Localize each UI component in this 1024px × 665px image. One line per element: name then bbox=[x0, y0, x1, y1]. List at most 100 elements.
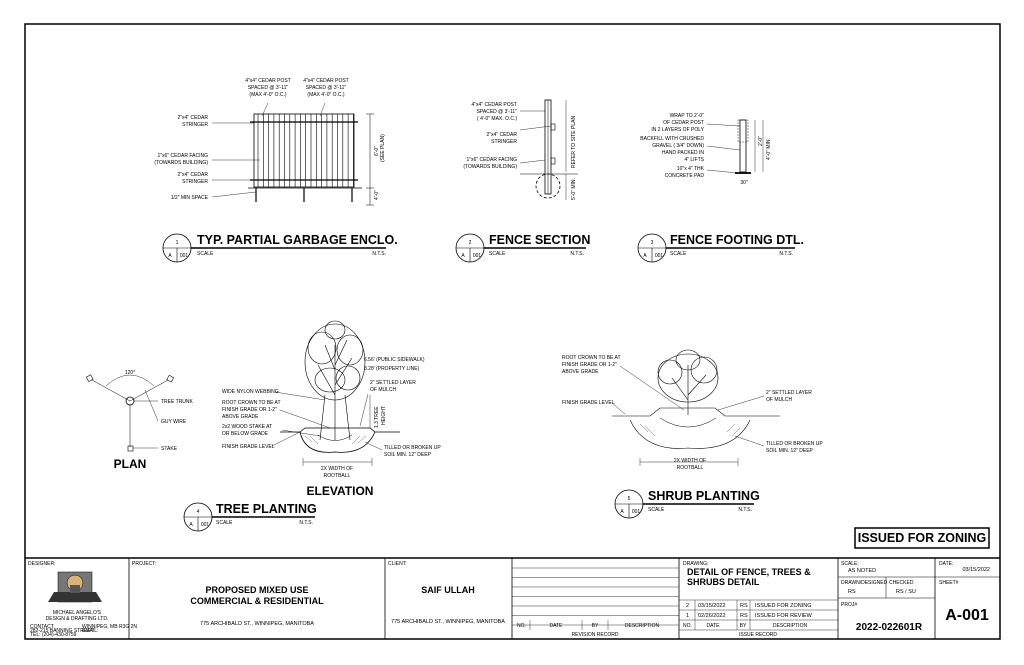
d1-see-plan: (SEE PLAN) bbox=[380, 134, 386, 162]
d4-ref-a: A bbox=[189, 522, 193, 528]
client-name: SAIF ULLAH bbox=[421, 585, 475, 595]
client-label: CLIENT: bbox=[388, 561, 407, 567]
d5-title: SHRUB PLANTING bbox=[648, 489, 760, 503]
company-info-5: EMAIL: bbox=[82, 628, 98, 634]
issue-1-date: 03/15/2022 bbox=[698, 603, 726, 609]
proj-number: 2022-022601R bbox=[856, 622, 923, 633]
rev-label: REVISION RECORD bbox=[572, 632, 619, 638]
d3-pad-l1: 10"x 4" THK bbox=[677, 166, 705, 172]
iss-col-desc: DESCRIPTION bbox=[773, 623, 808, 629]
d4-plan-trunk: TREE TRUNK bbox=[161, 399, 194, 405]
d1-footing-dim: 4'-0" bbox=[374, 190, 380, 200]
company-info-2: 282-215 BANNING STREET bbox=[30, 628, 94, 634]
d4-tilled-l1: TILLED OR BROKEN UP bbox=[384, 445, 441, 451]
stamp-text: ISSUED FOR ZONING bbox=[858, 531, 986, 545]
d4-mulch-l2: OF MULCH bbox=[370, 387, 397, 393]
d1-ref-sheet: 001 bbox=[180, 253, 189, 259]
d3-wrap-l1: WRAP TO 2'-0" bbox=[670, 113, 705, 119]
issue-2-date: 02/26/2022 bbox=[698, 613, 726, 619]
d4-width-l1: 2X WIDTH OF bbox=[321, 466, 353, 472]
iss-col-by: BY bbox=[740, 623, 747, 629]
svg-text:1"x6" CEDAR FACING(TOWARDS BUI: 1"x6" CEDAR FACING(TOWARDS BUILDING) bbox=[463, 157, 517, 170]
d2-stringer-l2: STRINGER bbox=[491, 139, 517, 145]
d5-crown-l2: FINISH GRADE OR 1-2" bbox=[562, 362, 617, 368]
rev-col-date: DATE bbox=[550, 623, 564, 629]
d5-crown-l1: ROOT CROWN TO BE AT bbox=[562, 355, 621, 361]
d2-number: 2 bbox=[469, 240, 472, 246]
d4-height-l1: 1.3 TREE bbox=[374, 406, 380, 428]
d1-stringer-bottom-l2: STRINGER bbox=[182, 179, 208, 185]
svg-text:DETAIL OF FENCE, TREES &SHRUBS: DETAIL OF FENCE, TREES &SHRUBS DETAIL bbox=[687, 567, 811, 587]
checked-label: CHECKED bbox=[889, 580, 914, 586]
d4-plan-label: PLAN bbox=[114, 457, 147, 471]
d3-number: 3 bbox=[651, 240, 654, 246]
scale-label: SCALE: bbox=[841, 561, 859, 567]
company-l2: DESIGN & DRAFTING LTD. bbox=[46, 616, 109, 622]
d3-ref-sheet: 001 bbox=[655, 253, 664, 259]
d3-ref-a: A bbox=[643, 253, 647, 259]
d4-stake-l2: OR BELOW GRADE bbox=[222, 431, 269, 437]
d4-plan-wire: GUY WIRE bbox=[161, 419, 187, 425]
d2-min-dim: 5'-0" MIN. bbox=[571, 178, 577, 200]
d4-crown-l2: FINISH GRADE OR 1-2" bbox=[222, 407, 277, 413]
d3-dim-b: 4'-0" MIN. bbox=[766, 138, 772, 160]
d4-number: 4 bbox=[197, 509, 200, 515]
d1-stringer-bottom-l1: 2"x4" CEDAR bbox=[177, 172, 208, 178]
d1-ref-a: A bbox=[168, 253, 172, 259]
drawn-label: DRAWN/DESIGNED bbox=[841, 580, 888, 586]
d1-facing-l2: (TOWARDS BUILDING) bbox=[154, 160, 208, 166]
d4-width-l2: ROOTBALL bbox=[324, 473, 351, 479]
d1-post-right-l3: (MAX 4'-0" O.C.) bbox=[307, 92, 345, 98]
iss-col-no: NO. bbox=[683, 623, 692, 629]
designer-label: DESIGNER: bbox=[28, 561, 56, 567]
d5-crown-l3: ABOVE GRADE bbox=[562, 369, 599, 375]
d3-dim-a: 2'-0" bbox=[758, 136, 764, 146]
d1-stringer-top-l2: STRINGER bbox=[182, 122, 208, 128]
d1-height-dim: 6'-0" bbox=[374, 146, 380, 156]
drawing-l1: DETAIL OF FENCE, TREES & bbox=[687, 567, 811, 577]
d1-post-left-l1: 4"x4" CEDAR POST bbox=[245, 78, 291, 84]
d3-backfill-l2: GRAVEL ( 3/4" DOWN) bbox=[652, 143, 704, 149]
svg-text:1"x6" CEDAR FACING(TOWARDS BUI: 1"x6" CEDAR FACING(TOWARDS BUILDING) bbox=[154, 153, 208, 166]
project-label: PROJECT: bbox=[132, 561, 156, 567]
d4-webbing: WIDE NYLON WEBBING bbox=[222, 389, 279, 395]
d4-sidewalk: 6.56' (PUBLIC SIDEWALK) bbox=[364, 357, 425, 363]
sheet-border bbox=[24, 23, 1001, 640]
d3-backfill-l1: BACKFILL WITH CRUSHED bbox=[640, 136, 704, 142]
company-l1: MICHAEL ANGELO'S bbox=[53, 610, 102, 616]
issue-2-no: 1 bbox=[686, 613, 689, 619]
d3-wrap-l2: OF CEDAR POST bbox=[663, 120, 704, 126]
sheet-label: SHEET# bbox=[939, 580, 959, 586]
d2-title: FENCE SECTION bbox=[489, 233, 590, 247]
d2-ref-a: A bbox=[461, 253, 465, 259]
d5-scale-label: SCALE bbox=[648, 507, 665, 513]
d2-stringer-l1: 2"x4" CEDAR bbox=[486, 132, 517, 138]
d4-stake-l1: 2x2 WOOD STAKE AT bbox=[222, 424, 272, 430]
d4-scale-value: N.T.S. bbox=[299, 520, 313, 526]
d2-scale-value: N.T.S. bbox=[570, 251, 584, 257]
d2-post-l2: SPACED @ 3'-11" bbox=[477, 109, 518, 115]
shrub-drawing bbox=[612, 349, 780, 449]
d3-backfill-l3: HAND PACKED IN bbox=[662, 150, 705, 156]
d1-post-left-l3: (MAX 4'-0" O.C.) bbox=[249, 92, 287, 98]
d2-post-l3: ( 4'-0" MAX. O.C.) bbox=[477, 116, 517, 122]
date-value: 03/15/2022 bbox=[962, 567, 990, 573]
d2-facing-l1: 1"x6" CEDAR FACING bbox=[466, 157, 517, 163]
d4-elevation-label: ELEVATION bbox=[307, 484, 374, 498]
d1-min-space: 1/2" MIN SPACE bbox=[171, 195, 209, 201]
d4-plan-angle: 120° bbox=[125, 370, 135, 376]
d3-backfill-l4: 4" LIFTS bbox=[684, 157, 704, 163]
